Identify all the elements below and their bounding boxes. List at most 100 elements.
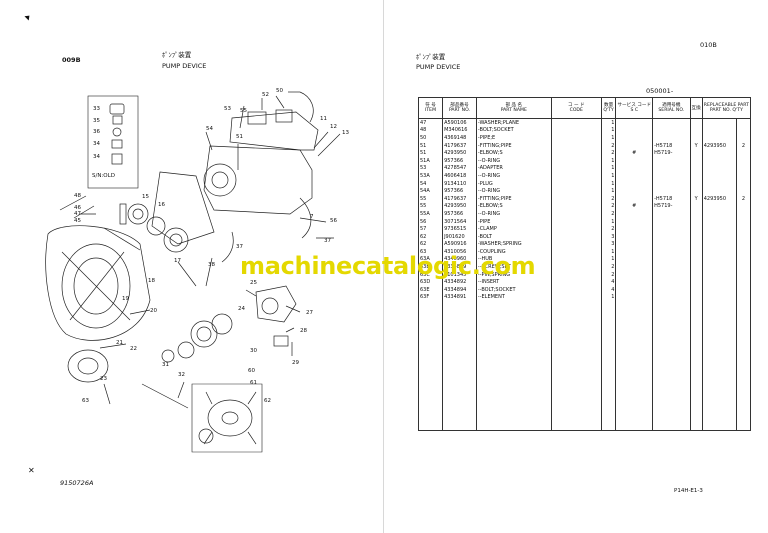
cell-rq: 2	[735, 194, 752, 203]
cell-serial	[652, 293, 691, 302]
cell-sc	[615, 392, 653, 400]
svg-text:30: 30	[250, 348, 257, 354]
cell-item: 63D	[417, 278, 443, 287]
cell-name: -BOLT	[475, 232, 552, 241]
cell-rq	[735, 202, 752, 211]
cell-rq	[735, 377, 752, 385]
cell-y	[689, 354, 703, 362]
cell-rq	[735, 232, 752, 241]
cell-part	[442, 415, 477, 423]
cell-code	[550, 194, 602, 203]
cell-code	[550, 339, 602, 347]
cell-name	[475, 316, 552, 325]
cell-sc	[615, 308, 653, 317]
cell-item	[417, 324, 443, 332]
svg-text:7: 7	[310, 214, 314, 220]
svg-text:47: 47	[74, 211, 81, 217]
svg-text:60: 60	[248, 368, 255, 374]
cell-part: 4334892	[442, 278, 477, 287]
cell-item	[417, 316, 443, 325]
cell-y	[689, 270, 703, 279]
cell-serial: -H5718	[652, 194, 691, 203]
cell-item	[417, 331, 443, 340]
right-page-code: 010B	[700, 41, 717, 49]
cell-y	[689, 118, 703, 127]
cell-serial	[652, 331, 691, 340]
svg-text:34: 34	[93, 141, 100, 147]
cell-rp	[701, 164, 737, 173]
cell-serial	[652, 225, 691, 233]
cell-name: --PIN;SPRING	[475, 270, 552, 279]
cell-item	[417, 362, 443, 370]
cell-item	[417, 301, 443, 309]
cell-item	[417, 339, 443, 347]
cell-rq	[735, 134, 752, 142]
cell-name: --O-RING	[475, 210, 552, 218]
cell-rp	[701, 225, 737, 233]
cell-rp: 4293950	[701, 194, 737, 203]
cell-rq	[735, 354, 752, 362]
cell-part	[442, 301, 477, 309]
cell-rp: 4293950	[701, 141, 737, 150]
svg-text:38: 38	[208, 262, 215, 268]
cell-rq	[735, 278, 752, 287]
cell-y	[689, 407, 703, 416]
cell-part	[442, 331, 477, 340]
cell-sc	[615, 194, 653, 203]
cell-item: 47	[417, 118, 443, 127]
cell-serial	[652, 255, 691, 264]
table-row-empty	[417, 377, 752, 385]
cell-rq	[735, 331, 752, 340]
cell-y	[689, 415, 703, 423]
cell-code	[550, 126, 602, 135]
cell-qty: 2	[600, 149, 616, 157]
cell-serial	[652, 217, 691, 226]
cell-sc	[615, 293, 653, 302]
cell-qty	[600, 324, 616, 332]
svg-text:54: 54	[206, 126, 213, 132]
cell-code	[550, 392, 602, 400]
cell-item: 55	[417, 202, 443, 211]
cell-name: -PIPE	[475, 217, 552, 226]
cell-rq	[735, 422, 752, 432]
cell-part	[442, 399, 477, 408]
cell-item: 62	[417, 240, 443, 249]
cell-serial	[652, 248, 691, 256]
cell-part	[442, 392, 477, 400]
cell-y	[689, 331, 703, 340]
cell-item	[417, 392, 443, 400]
cell-serial	[652, 369, 691, 378]
cell-y	[689, 346, 703, 355]
cell-serial	[652, 210, 691, 218]
cell-y	[689, 255, 703, 264]
cell-rp	[701, 293, 737, 302]
cell-rp	[701, 179, 737, 188]
cell-qty: 3	[600, 232, 616, 241]
table-row-empty	[417, 308, 752, 317]
cell-item: 48	[417, 126, 443, 135]
table-row-empty	[417, 316, 752, 325]
cell-y	[689, 210, 703, 218]
cell-name: -PLUG	[475, 179, 552, 188]
cell-rq	[735, 369, 752, 378]
cell-serial	[652, 126, 691, 135]
cell-y	[689, 156, 703, 165]
table-row-empty	[417, 324, 752, 332]
cell-sc	[615, 126, 653, 135]
svg-text:11: 11	[320, 116, 327, 122]
cell-rp	[701, 339, 737, 347]
cell-rq	[735, 240, 752, 249]
cell-sc	[615, 407, 653, 416]
table-row-empty	[417, 331, 752, 340]
cell-y	[689, 324, 703, 332]
cell-code	[550, 210, 602, 218]
